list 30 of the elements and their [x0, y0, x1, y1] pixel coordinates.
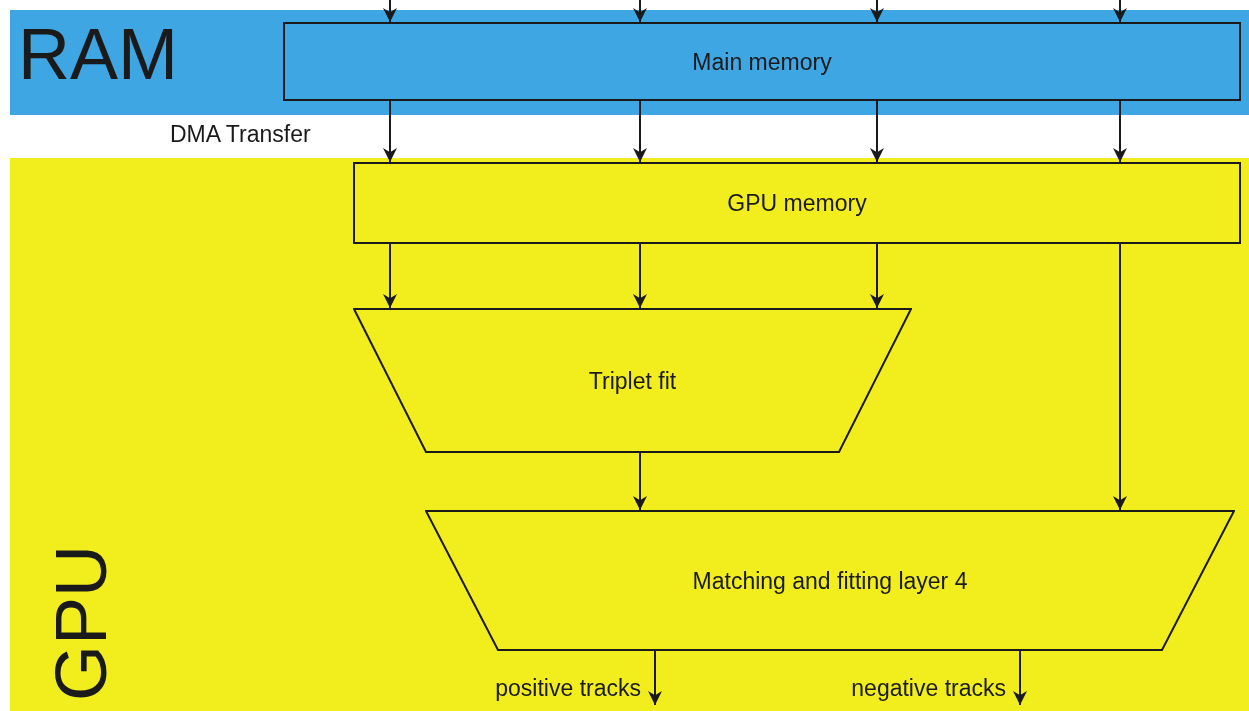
arrow — [1113, 0, 1127, 23]
arrow — [633, 0, 647, 23]
ram-band — [10, 10, 1249, 115]
edge-label: positive tracks — [493, 675, 643, 702]
section-label: GPU — [45, 544, 117, 701]
memory-box — [353, 162, 1241, 244]
arrow — [870, 0, 884, 23]
arrow — [1113, 243, 1127, 511]
arrow — [383, 100, 397, 163]
arrow — [383, 0, 397, 23]
arrow — [633, 100, 647, 163]
transfer-label: DMA Transfer — [170, 121, 311, 148]
box-label: Matching and fitting layer 4 — [692, 567, 968, 594]
process-trapezoid — [353, 308, 912, 453]
edge-label: negative tracks — [849, 675, 1008, 702]
arrow — [648, 649, 662, 706]
arrow — [1013, 649, 1027, 706]
arrow — [870, 100, 884, 163]
memory-box — [283, 22, 1241, 101]
process-trapezoid — [425, 510, 1235, 651]
box-label: Triplet fit — [588, 367, 677, 394]
gpu-band — [10, 158, 1249, 711]
arrow — [633, 451, 647, 511]
arrow — [870, 243, 884, 309]
box-label: Main memory — [692, 48, 832, 75]
arrow — [633, 243, 647, 309]
box-label: GPU memory — [727, 189, 867, 217]
arrow — [1113, 100, 1127, 163]
arrow — [383, 243, 397, 309]
section-label: RAM — [18, 18, 178, 90]
